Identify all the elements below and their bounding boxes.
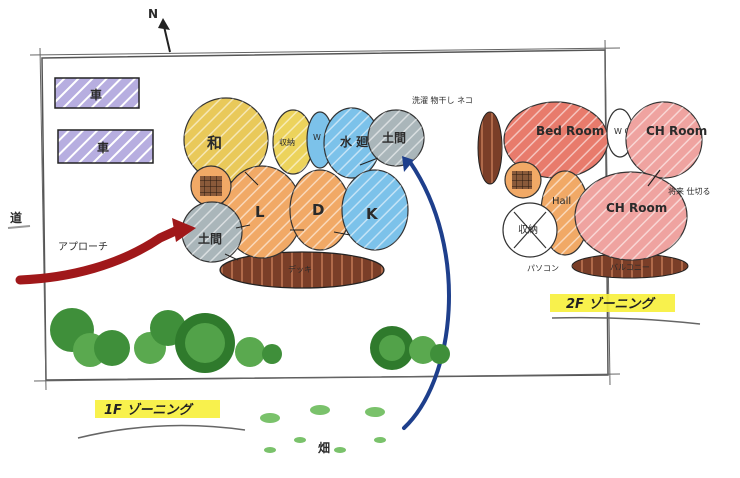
future-partition-note: 将来 仕切る [668,186,711,196]
wc-label-2f: W C [614,127,630,136]
approach-label: アプローチ [58,241,108,253]
floor1-title-text: 1F ゾーニング [104,402,194,418]
deck-zone [219,251,385,289]
deck-label: デッキ [288,264,312,274]
water-area-label: 水 廻 [340,134,369,149]
hall-label: Hall [552,196,571,207]
floor2-title-text: 2F ゾーニング [566,296,656,312]
doma-top-label: 土間 [382,130,406,145]
trees-left [50,308,282,373]
field-access-arrow [402,156,451,430]
storage-label-2f: 収納 [518,223,538,236]
north-arrow: N [148,7,171,53]
floor1-title: 1F ゾーニング [77,400,246,439]
floor2-title: 2F ゾーニング [550,294,701,325]
parking-2: 車 [57,129,154,164]
balcony-label: バルコニー [610,263,650,272]
field-label: 畑 [318,441,330,455]
deck-2f-left [477,111,503,185]
pc-note: パソコン [527,264,559,273]
floor2-zoning: バルコニー Bed Room W C CH Room Hall CH Room … [477,101,711,279]
site-boundary [29,39,621,391]
parking-label-1: 車 [90,87,102,102]
field-shrubs [260,405,386,453]
stair-1f [200,176,222,196]
approach-arrow: アプローチ [15,218,196,285]
stair-2f [512,171,532,189]
trees-right [370,326,450,370]
bedroom-label: Bed Room [536,124,604,138]
dining-label: D [312,201,324,219]
north-label: N [148,7,158,21]
road-mark [7,225,31,229]
parking-1: 車 [54,77,140,109]
ch-arrow [647,169,661,187]
living-label: L [255,203,265,221]
circulation-arrows-1f [224,157,379,261]
ch-room-bottom-label: CH Room [606,201,667,215]
laundry-note: 洗濯 物干し ネコ [412,95,473,105]
wc-label-1f: W C [313,133,329,142]
kitchen-label: K [366,205,379,223]
parking-label-2: 車 [97,140,109,155]
road-label: 道 [10,210,22,225]
washitsu-label: 和 [207,134,222,152]
doma-left-label: 土間 [198,231,222,246]
floor1-zoning: デッキ 和 収納 W C 水 廻 土間 洗濯 物干し ネコ L D K [181,95,473,289]
storage-label-1f: 収納 [279,137,295,147]
ch-room-top-label: CH Room [646,124,707,138]
